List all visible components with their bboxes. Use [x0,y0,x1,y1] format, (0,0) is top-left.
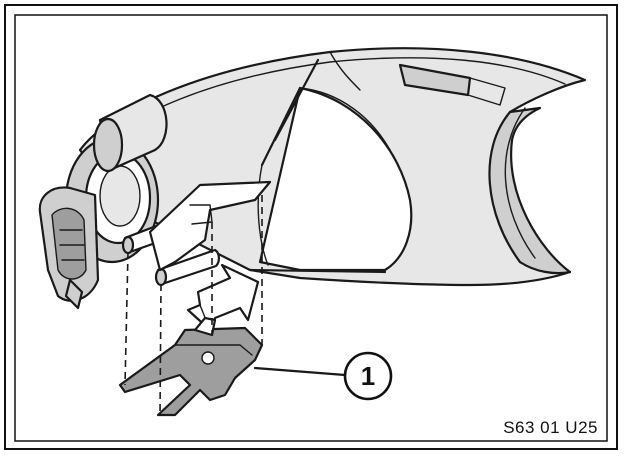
figure-code: S63 01 U25 [503,418,598,437]
callout-1: 1 [253,351,393,401]
outer-frame [4,4,618,450]
callout-leader-line [253,366,347,377]
callout-number: 1 [361,361,375,391]
callout-circle [343,351,393,401]
direction-arrow [186,263,260,332]
retaining-clip-part-1 [118,316,264,417]
mounting-bracket [148,180,272,272]
inner-frame [14,14,608,442]
bulb-socket-assembly [38,93,220,310]
alignment-lines [124,195,263,416]
